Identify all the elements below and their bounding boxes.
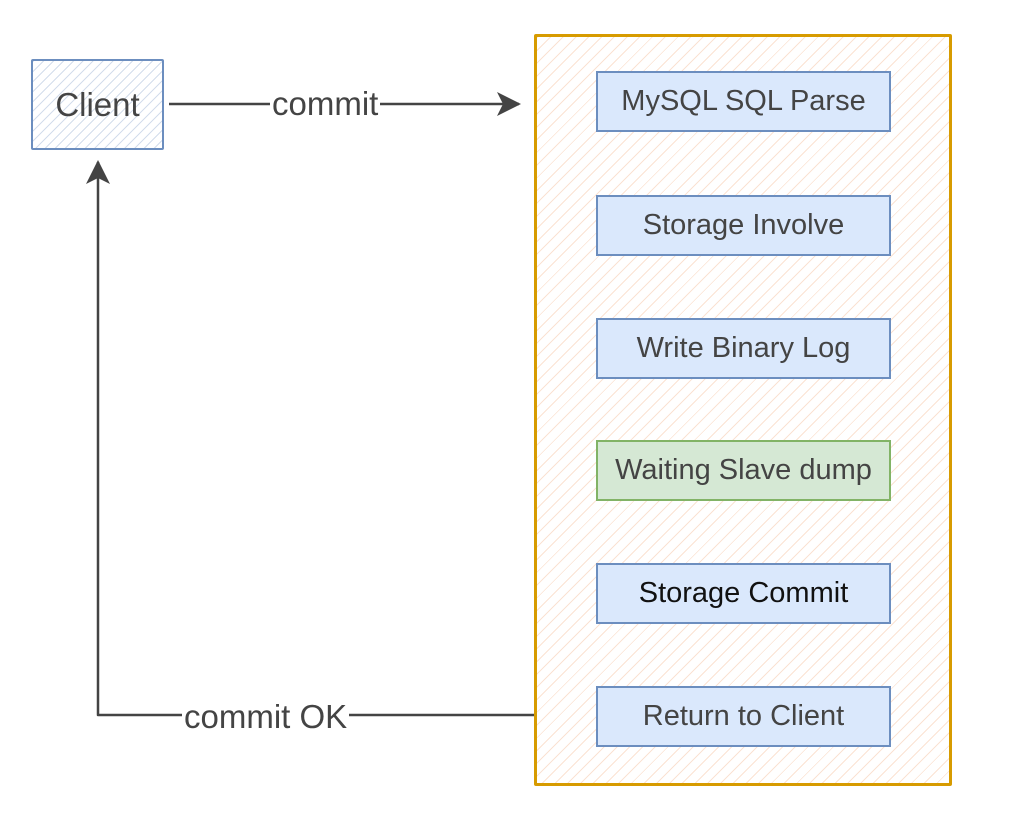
commit-edge-label: commit xyxy=(270,85,381,123)
step-storage-commit: Storage Commit xyxy=(596,563,891,624)
step-sql-parse: MySQL SQL Parse xyxy=(596,71,891,132)
commit-ok-arrow xyxy=(86,160,534,717)
step-label: Storage Involve xyxy=(642,209,845,241)
step-label: Return to Client xyxy=(642,700,845,732)
client-node: Client xyxy=(31,59,164,150)
step-label: Waiting Slave dump xyxy=(615,454,872,486)
step-return-to-client: Return to Client xyxy=(596,686,891,747)
client-label: Client xyxy=(55,85,140,123)
step-waiting-slave-dump: Waiting Slave dump xyxy=(596,440,891,501)
commit-ok-edge-label: commit OK xyxy=(182,698,350,736)
step-label: Write Binary Log xyxy=(636,332,851,364)
step-write-binary-log: Write Binary Log xyxy=(596,318,891,379)
step-label: MySQL SQL Parse xyxy=(621,85,866,117)
step-label: Storage Commit xyxy=(638,577,849,609)
step-storage-involve: Storage Involve xyxy=(596,195,891,256)
server-pipeline-container xyxy=(534,34,952,786)
